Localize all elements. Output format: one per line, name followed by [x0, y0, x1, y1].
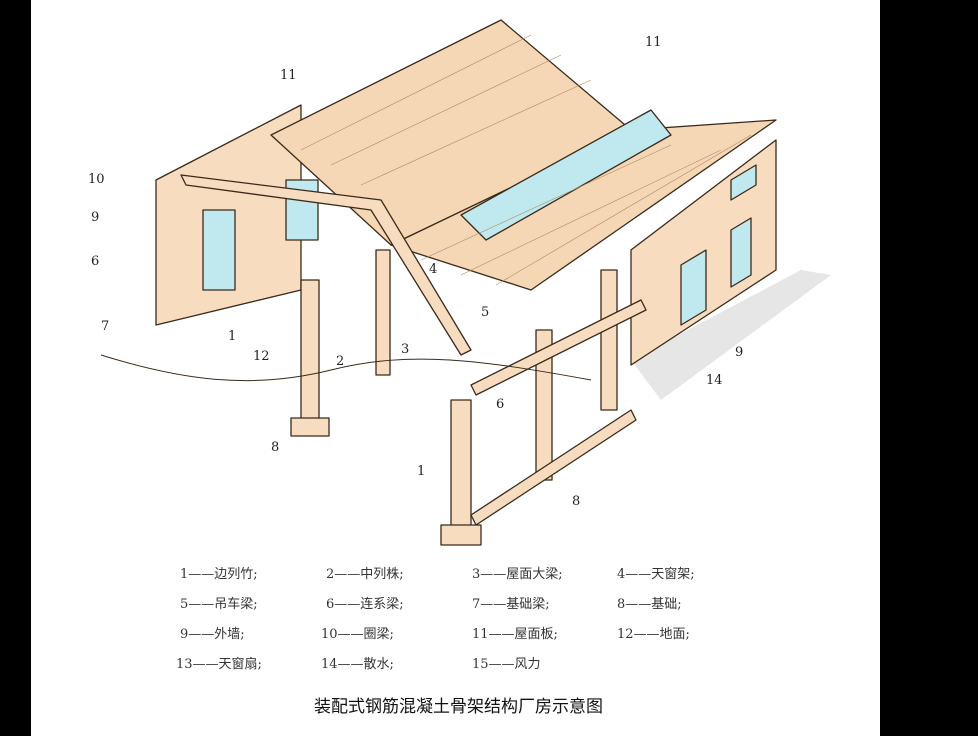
callout-label: 11 [645, 35, 662, 50]
callout-label: 9 [91, 210, 100, 225]
callout-label: 8 [271, 440, 280, 455]
legend-item: 13——天窗扇; [176, 657, 262, 672]
column-rear [600, 269, 618, 411]
callout-label: 7 [101, 319, 110, 334]
callout-label: 6 [91, 254, 100, 269]
legend-item: 15——风力 [472, 657, 541, 672]
legend-item: 12——地面; [617, 627, 690, 642]
callout-label: 10 [88, 172, 105, 187]
crane-beam [470, 299, 647, 396]
legend-item: 5——吊车梁; [180, 597, 258, 612]
legend-item: 14——散水; [321, 657, 394, 672]
column-rear [375, 249, 391, 376]
legend-item: 4——天窗架; [617, 567, 695, 582]
callout-label: 3 [401, 342, 410, 357]
ground-line [100, 354, 592, 382]
callout-label: 2 [336, 354, 345, 369]
edge-column [450, 399, 472, 531]
legend-item: 9——外墙; [180, 627, 245, 642]
apron-shadow [631, 270, 831, 400]
callout-label: 9 [735, 345, 744, 360]
callout-label: 14 [706, 373, 723, 388]
callout-label: 4 [429, 262, 438, 277]
side-window [680, 249, 707, 326]
roof-girder [180, 174, 472, 356]
legend-item: 7——基础梁; [472, 597, 550, 612]
column-base [440, 524, 482, 546]
legend-item: 10——圈梁; [321, 627, 394, 642]
tie-beam [470, 409, 637, 526]
callout-label: 12 [253, 349, 270, 364]
callout-label: 11 [280, 68, 297, 83]
side-window [730, 217, 752, 288]
factory-illustration [100, 19, 831, 546]
legend-item: 11——屋面板; [472, 627, 558, 642]
figure-caption: 装配式钢筋混凝土骨架结构厂房示意图 [314, 697, 603, 717]
callout-label: 1 [228, 329, 237, 344]
legend-item: 2——中列株; [326, 567, 404, 582]
middle-column [300, 279, 320, 421]
callout-label: 1 [417, 464, 426, 479]
legend-item: 6——连系梁; [326, 597, 404, 612]
legend-item: 3——屋面大梁; [472, 567, 563, 582]
wall-window [202, 209, 236, 291]
callout-label: 6 [496, 397, 505, 412]
callout-label: 8 [572, 494, 581, 509]
diagram-canvas: 11 11 10 9 6 7 4 1 3 5 2 12 6 9 14 8 1 8… [31, 0, 880, 736]
callout-label: 5 [481, 305, 490, 320]
skylight [460, 109, 672, 241]
column-base [290, 417, 330, 437]
legend-item: 8——基础; [617, 597, 682, 612]
side-window [730, 164, 757, 201]
legend-item: 1——边列竹; [180, 567, 258, 582]
